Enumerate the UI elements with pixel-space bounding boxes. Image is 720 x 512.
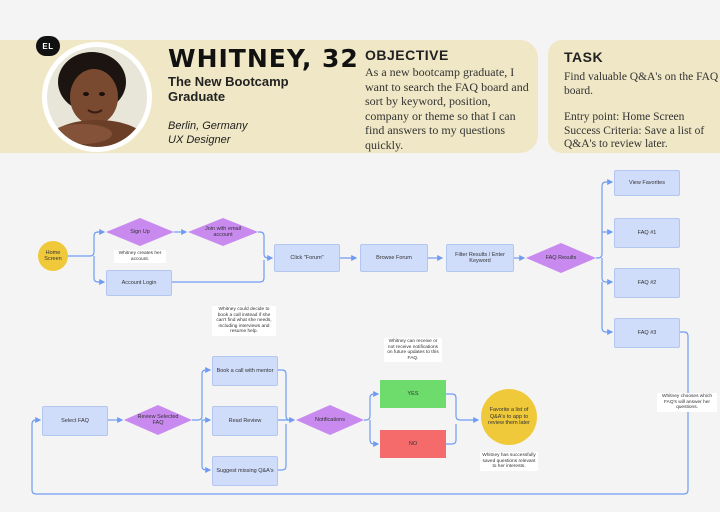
faq-results-node: FAQ Results: [545, 254, 577, 261]
browse-forum-node: Browse Forum: [360, 244, 428, 272]
select-faq-node: Select FAQ: [42, 406, 108, 436]
task-success: Success Criteria: Save a list of Q&A's t…: [564, 124, 705, 151]
avatar-photo: [43, 43, 151, 151]
note-saved: Whitney has successfully saved questions…: [480, 452, 538, 471]
no-node: NO: [380, 430, 446, 458]
task-heading: TASK: [564, 49, 604, 65]
filter-results-node: Filter Results / Enter Keyword: [446, 244, 514, 272]
read-review-node: Read Review: [212, 406, 278, 436]
faq-3-node: FAQ #3: [614, 318, 680, 348]
note-notifications: Whitney can receive or not receive notif…: [384, 338, 442, 363]
task-body: Find valuable Q&A's on the FAQ board. En…: [564, 71, 719, 152]
notifications-node: Notifications: [315, 416, 345, 423]
signup-diamond: [106, 218, 174, 246]
task-text: Find valuable Q&A's on the FAQ board.: [564, 71, 719, 97]
suggest-qa-node: Suggest missing Q&A's: [212, 456, 278, 486]
notifications-diamond: [296, 405, 364, 435]
objective-text: As a new bootcamp graduate, I want to se…: [365, 65, 529, 152]
favorite-circle: [481, 389, 537, 445]
task-card: [548, 40, 720, 153]
note-chooses: Whitney chooses which FAQ's will answer …: [657, 393, 717, 412]
task-entry: Entry point: Home Screen: [564, 111, 685, 123]
persona-role: The New Bootcamp Graduate: [168, 74, 289, 104]
favorite-list-node: Favorite a list of Q&A's to app to revie…: [488, 407, 530, 427]
signup-node: Sign Up: [130, 228, 150, 235]
note-book-call: Whitney could decide to book a call inst…: [212, 306, 276, 336]
faq-1-node: FAQ #1: [614, 218, 680, 248]
avatar: [42, 42, 152, 152]
note-account-created: Whitney creates her account.: [114, 250, 166, 264]
account-login-node: Account Login: [106, 270, 172, 296]
join-email-node: Join with email account: [204, 225, 242, 239]
faq-2-node: FAQ #2: [614, 268, 680, 298]
persona-title: UX Designer: [168, 134, 231, 146]
persona-role-line2: Graduate: [168, 89, 226, 104]
book-call-node: Book a call with mentor: [212, 356, 278, 386]
persona-location-block: Berlin, Germany UX Designer: [168, 119, 247, 147]
persona-location: Berlin, Germany: [168, 120, 248, 132]
join-diamond: [188, 218, 258, 246]
view-favorites-node: View Favorites: [614, 170, 680, 196]
review-diamond: [124, 405, 192, 435]
faq-results-diamond: [526, 243, 596, 273]
connectors: [31, 179, 689, 495]
yes-node: YES: [380, 380, 446, 408]
persona-role-line1: The New Bootcamp: [168, 74, 289, 89]
persona-name: WHITNEY, 32: [168, 44, 359, 73]
objective-heading: OBJECTIVE: [365, 47, 449, 63]
home-screen-node: Home Screen: [44, 249, 62, 263]
click-forum-node: Click "Forum": [274, 244, 340, 272]
persona-badge: EL: [36, 36, 60, 56]
review-faq-node: Review Selected FAQ: [137, 413, 179, 427]
home-circle: [38, 241, 68, 271]
